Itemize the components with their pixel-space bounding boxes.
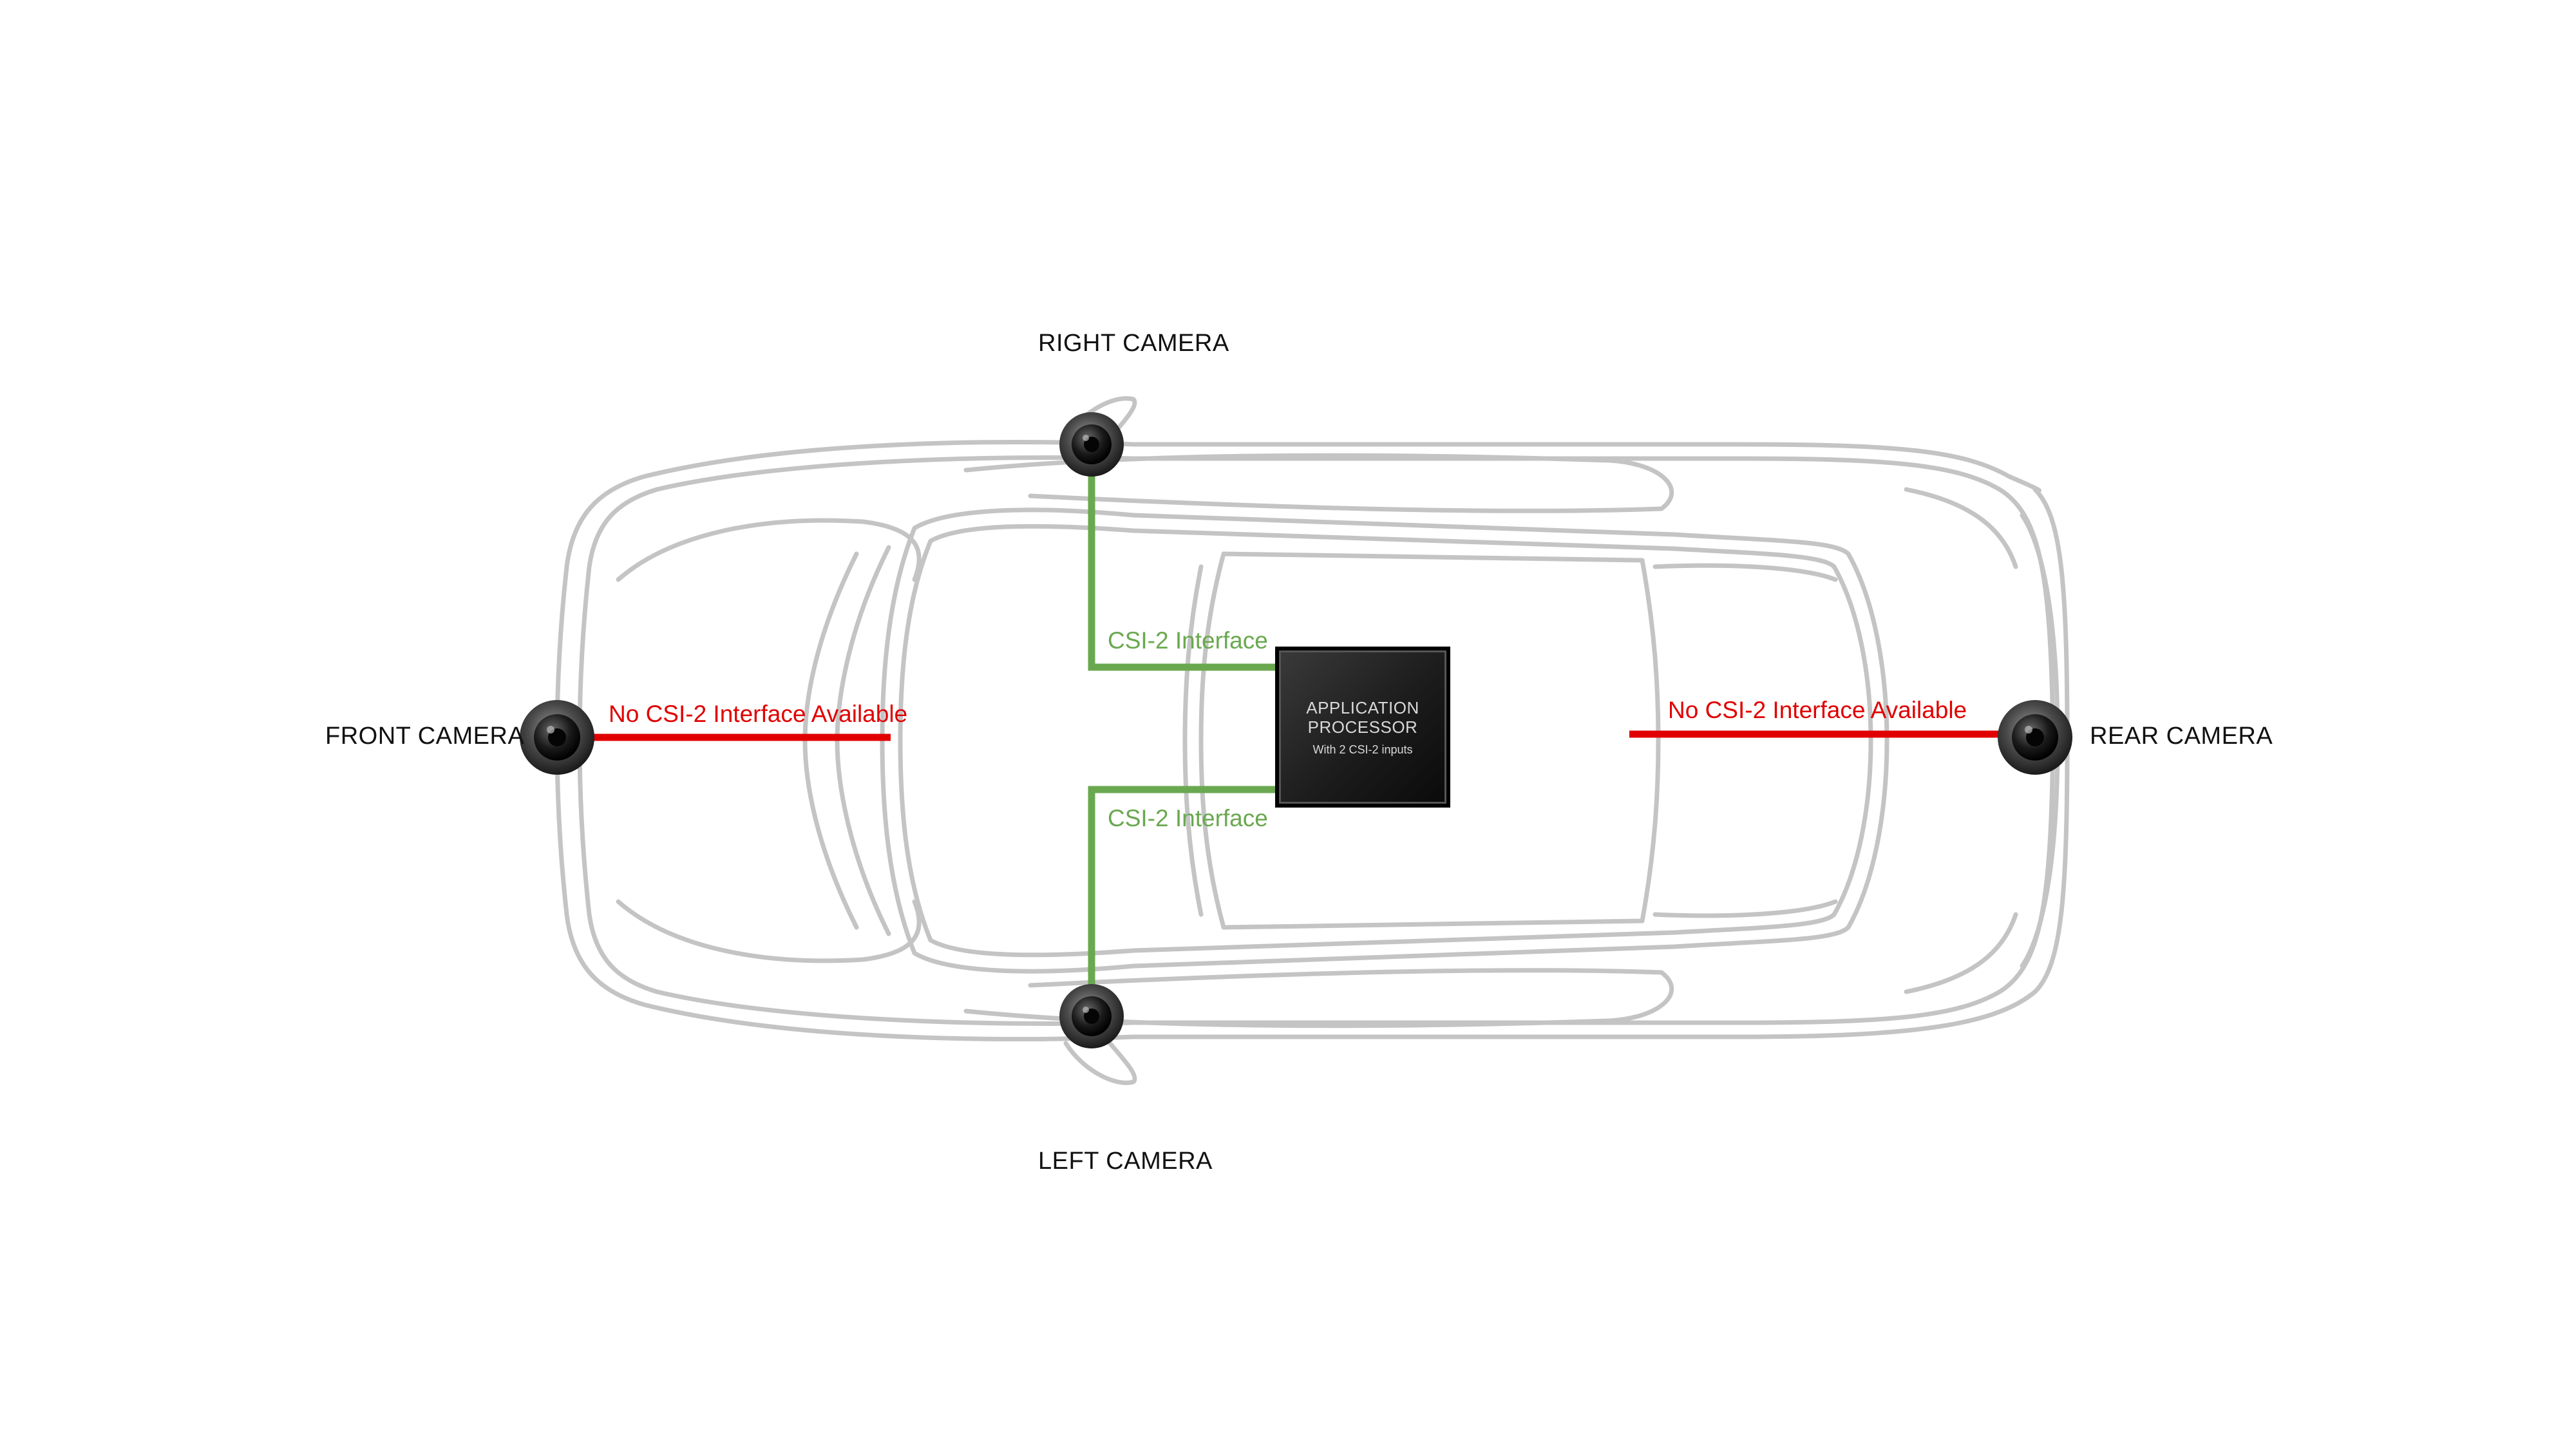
processor-subtitle: With 2 CSI-2 inputs: [1312, 743, 1413, 756]
right-link-label: CSI-2 Interface: [1108, 627, 1268, 654]
front-camera-label: FRONT CAMERA: [325, 723, 525, 750]
left-camera-label: LEFT CAMERA: [1038, 1148, 1213, 1175]
processor-title-line2: PROCESSOR: [1307, 717, 1418, 737]
left-link-label: CSI-2 Interface: [1108, 805, 1268, 831]
rear-camera-label: REAR CAMERA: [2090, 723, 2273, 750]
rear-link-label: No CSI-2 Interface Available: [1668, 697, 1967, 723]
rear-camera-icon: [1998, 700, 2072, 775]
right-camera-icon: [1059, 412, 1124, 477]
right-camera-label: RIGHT CAMERA: [1038, 330, 1229, 357]
processor-title-line1: APPLICATION: [1306, 697, 1419, 717]
csi2-link-left: [1088, 786, 1278, 1010]
left-camera-icon: [1059, 984, 1124, 1048]
application-processor: APPLICATION PROCESSOR With 2 CSI-2 input…: [1275, 647, 1450, 808]
csi2-link-right: [1088, 439, 1278, 671]
front-link-label: No CSI-2 Interface Available: [609, 701, 908, 727]
front-camera-icon: [520, 700, 594, 775]
